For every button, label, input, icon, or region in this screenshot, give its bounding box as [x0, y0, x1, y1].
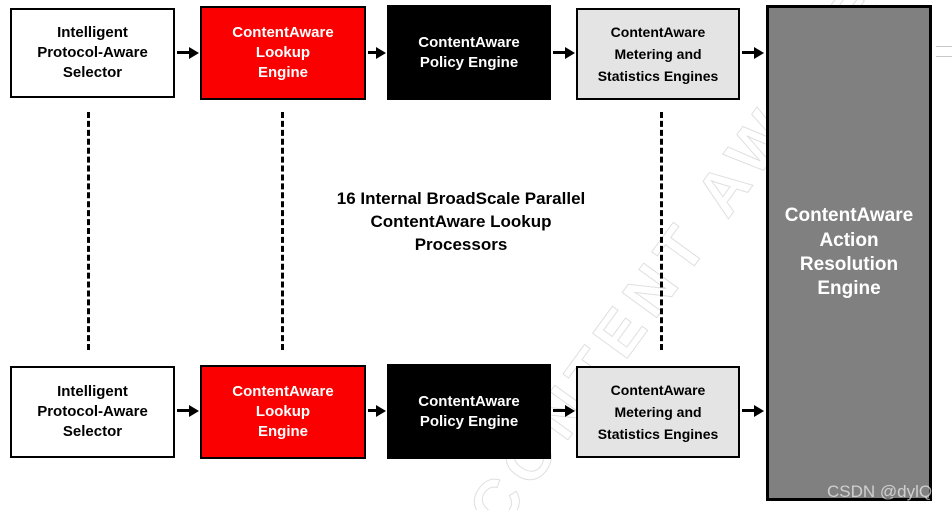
node-label-line: Metering and — [614, 45, 702, 62]
arrow-metering-to-resolution-top — [742, 46, 764, 59]
arrow-lookup-to-policy-top — [368, 46, 386, 59]
node-label-line: Lookup — [255, 44, 311, 62]
node-label-line: Selector — [62, 422, 123, 440]
node-label-line: Policy Engine — [419, 53, 519, 71]
continuation-dashes-metering — [660, 112, 663, 350]
node-policy-engine-top[interactable]: ContentAware Policy Engine — [387, 5, 551, 100]
node-label-line: ContentAware — [784, 205, 914, 227]
node-label-line: Lookup — [255, 403, 311, 421]
caption-line: Processors — [414, 234, 508, 254]
node-label-line: Action — [819, 229, 879, 251]
node-label-line: Protocol-Aware — [37, 44, 148, 62]
node-label-line: Intelligent — [57, 383, 128, 401]
arrow-policy-to-metering-bottom — [553, 404, 575, 417]
node-metering-top[interactable]: ContentAware Metering and Statistics Eng… — [576, 8, 740, 100]
continuation-dashes-selector — [87, 112, 90, 350]
node-selector-bottom[interactable]: Intelligent Protocol-Aware Selector — [10, 366, 175, 458]
arrow-selector-to-lookup-bottom — [177, 404, 199, 417]
node-label-line: ContentAware — [232, 24, 334, 42]
node-label-line: ContentAware — [610, 23, 706, 40]
node-selector-top[interactable]: Intelligent Protocol-Aware Selector — [10, 8, 175, 98]
node-label-line: Selector — [62, 63, 123, 81]
node-label-line: Intelligent — [57, 24, 128, 42]
node-policy-engine-bottom[interactable]: ContentAware Policy Engine — [387, 364, 551, 459]
node-label-line: Policy Engine — [419, 412, 519, 430]
node-label-line: Statistics Engines — [597, 426, 719, 443]
node-label-line: Protocol-Aware — [37, 403, 148, 421]
node-metering-bottom[interactable]: ContentAware Metering and Statistics Eng… — [576, 366, 740, 458]
arrow-policy-to-metering-top — [553, 46, 575, 59]
node-label-line: ContentAware — [610, 381, 706, 398]
center-caption: 16 Internal BroadScale Parallel ContentA… — [296, 188, 626, 256]
node-label-line: Statistics Engines — [597, 68, 719, 85]
node-label-line: ContentAware — [418, 392, 520, 410]
edge-tick-upper — [936, 46, 952, 47]
node-action-resolution-engine[interactable]: ContentAware Action Resolution Engine — [766, 5, 932, 501]
caption-line: ContentAware Lookup — [370, 211, 552, 231]
node-lookup-engine-bottom[interactable]: ContentAware Lookup Engine — [200, 365, 366, 459]
node-label-line: Engine — [257, 63, 308, 81]
node-label-line: ContentAware — [418, 33, 520, 51]
arrow-lookup-to-policy-bottom — [368, 404, 386, 417]
caption-line: 16 Internal BroadScale Parallel — [336, 189, 586, 208]
continuation-dashes-lookup — [281, 112, 284, 350]
arrow-selector-to-lookup-top — [177, 46, 199, 59]
node-label-line: Engine — [257, 422, 308, 440]
node-label-line: Metering and — [614, 403, 702, 420]
node-label-line: Engine — [817, 278, 881, 300]
arrow-metering-to-resolution-bottom — [742, 404, 764, 417]
node-label-line: Resolution — [799, 254, 899, 275]
edge-tick-lower — [936, 56, 952, 57]
node-lookup-engine-top[interactable]: ContentAware Lookup Engine — [200, 6, 366, 100]
node-label-line: ContentAware — [232, 383, 334, 401]
